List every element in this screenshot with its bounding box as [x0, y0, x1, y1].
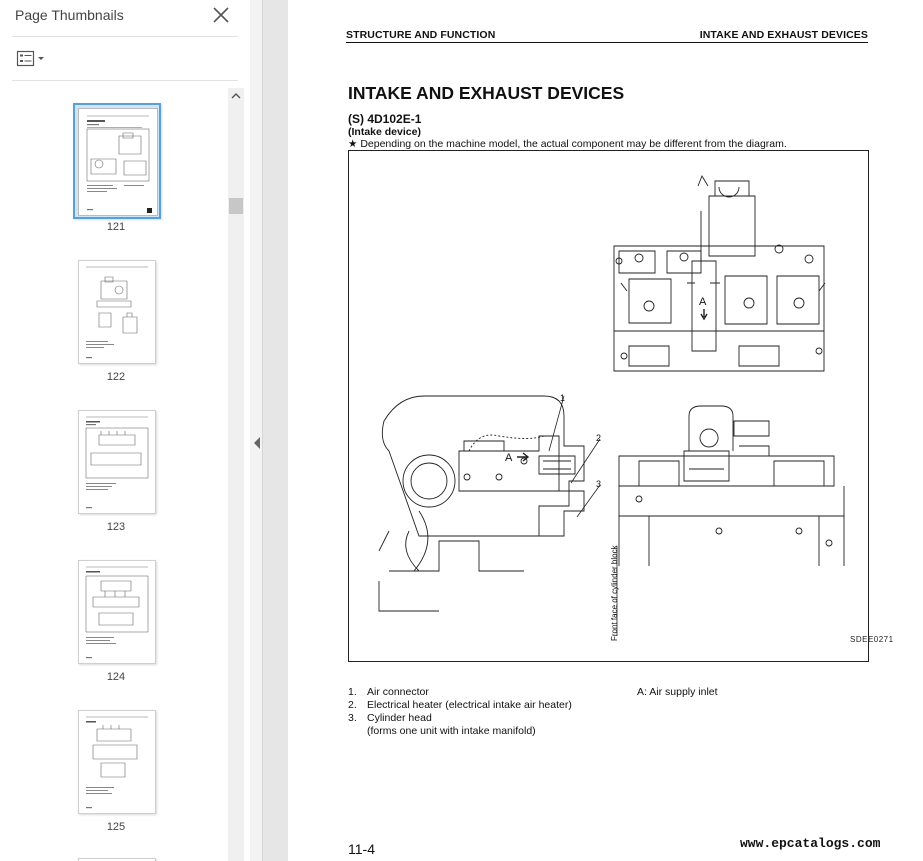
panel-splitter[interactable]: [250, 0, 263, 861]
callout-leader-1: [548, 395, 565, 452]
close-icon[interactable]: [211, 5, 231, 25]
callout-2: 2: [596, 433, 601, 443]
thumbnail-options-button[interactable]: [16, 49, 48, 69]
arrow-label-side: A: [505, 452, 513, 464]
callout-leader-3: [576, 484, 601, 518]
header-rule: [346, 42, 868, 43]
thumbnail-image: [78, 108, 158, 216]
figure-code: SDEE0271: [850, 635, 894, 644]
page-thumbnail-121[interactable]: [73, 103, 161, 219]
page-number: 11-4: [348, 841, 375, 857]
cylinder-block-label: Front face of cylinder block: [610, 544, 619, 641]
thumbnail-list: 121 122: [0, 92, 228, 861]
note-text: ★ Depending on the machine model, the ac…: [348, 138, 787, 150]
engine-diagram: A A 1 2 3: [348, 150, 893, 662]
divider: [12, 80, 238, 81]
thumbnail-page-number: 125: [106, 821, 126, 833]
thumbnails-panel: Page Thumbnails: [0, 0, 251, 861]
top-view: [613, 174, 826, 372]
thumbnail-image: [79, 561, 155, 663]
thumbnail-page-number: 122: [106, 371, 126, 383]
section-label: (Intake device): [348, 126, 421, 138]
page-title: INTAKE AND EXHAUST DEVICES: [348, 83, 625, 103]
thumbnail-image: [79, 411, 155, 513]
scrollbar-thumb[interactable]: [229, 198, 243, 214]
list-options-icon: [16, 50, 44, 67]
thumbnail-scrollbar[interactable]: [228, 88, 244, 861]
thumbnail-image: [79, 711, 155, 813]
page-thumbnail-122[interactable]: [78, 260, 156, 364]
legend-item: 2.Electrical heater (electrical intake a…: [348, 699, 572, 711]
legend-item: 3.Cylinder head: [348, 712, 432, 724]
page-thumbnail-125[interactable]: [78, 710, 156, 814]
thumbnail-page-number: 121: [106, 221, 126, 233]
thumbnail-page-number: 124: [106, 671, 126, 683]
document-background: [263, 0, 288, 861]
callout-leader-2: [570, 438, 601, 484]
running-header-right: INTAKE AND EXHAUST DEVICES: [699, 29, 868, 41]
page-thumbnail-next[interactable]: [78, 858, 156, 861]
document-page: STRUCTURE AND FUNCTION INTAKE AND EXHAUS…: [288, 0, 923, 861]
legend-arrow-a: A: Air supply inlet: [637, 686, 718, 698]
divider: [12, 36, 238, 37]
collapse-arrow-icon[interactable]: [253, 436, 261, 450]
callout-1: 1: [560, 393, 565, 403]
legend-item: 1.Air connector: [348, 686, 429, 698]
side-view: [378, 395, 585, 612]
legend-item-continuation: (forms one unit with intake manifold): [367, 725, 536, 737]
thumbnail-page-number: 123: [106, 521, 126, 533]
watermark-link[interactable]: www.epcatalogs.com: [740, 836, 881, 851]
page-thumbnail-124[interactable]: [78, 560, 156, 664]
model-subtitle: (S) 4D102E-1: [348, 112, 422, 126]
page-thumbnail-123[interactable]: [78, 410, 156, 514]
thumbnail-image: [79, 261, 155, 363]
engine-drawing: A A 1 2 3: [378, 174, 845, 641]
front-view: [616, 405, 845, 636]
running-header-left: STRUCTURE AND FUNCTION: [346, 29, 496, 41]
callout-3: 3: [596, 479, 601, 489]
arrow-label-top: A: [699, 296, 707, 308]
parts-legend: 1.Air connector 2.Electrical heater (ele…: [348, 686, 572, 738]
panel-title: Page Thumbnails: [15, 7, 124, 23]
scroll-up-icon[interactable]: [228, 88, 244, 104]
